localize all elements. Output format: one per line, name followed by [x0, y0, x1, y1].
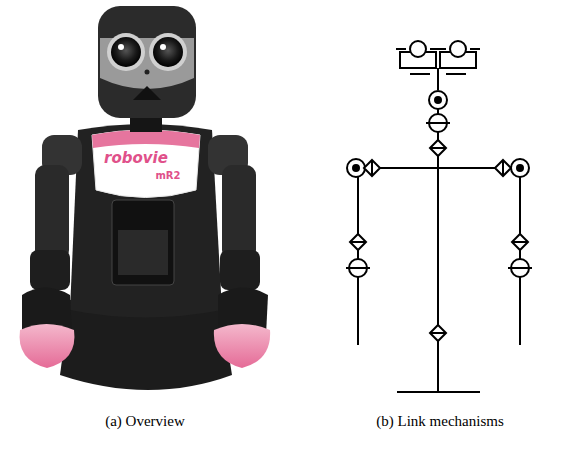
brand-logo: robovie	[104, 150, 168, 167]
model-name: mR2	[155, 170, 180, 181]
subfigure-caption: (b) Link mechanisms	[376, 413, 503, 430]
subfigure-caption: (a) Overview	[105, 413, 185, 430]
